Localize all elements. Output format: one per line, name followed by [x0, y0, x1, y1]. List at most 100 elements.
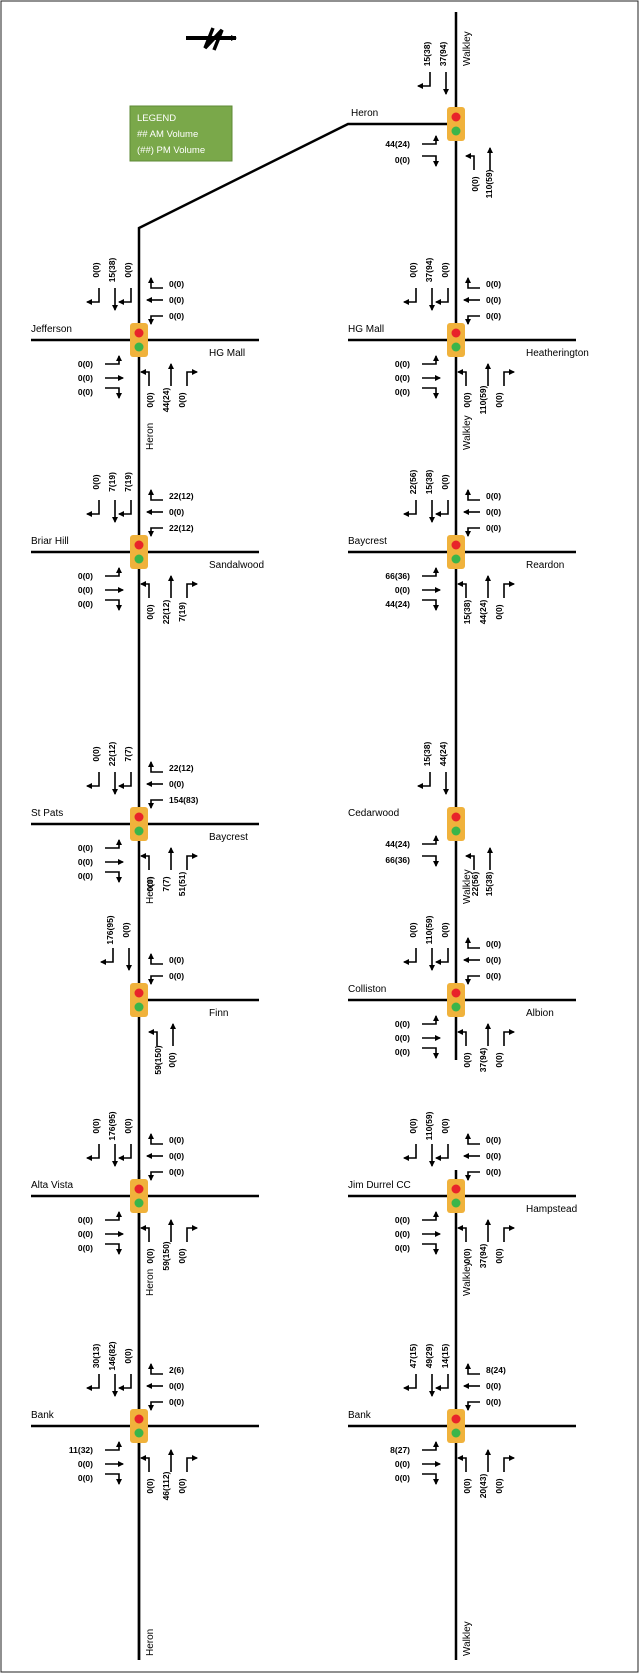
signal-red-light	[451, 988, 461, 998]
eb-volume-1: 0(0)	[486, 955, 501, 965]
eb-volume-0: 0(0)	[169, 279, 184, 289]
traffic-signal-icon	[447, 1179, 465, 1213]
traffic-signal-icon	[447, 807, 465, 841]
nb-volume-0: 22(56)	[470, 872, 480, 897]
wb-right-arrow	[422, 599, 439, 611]
traffic-signal-icon	[447, 107, 465, 141]
nb-volume-1: 22(12)	[161, 600, 171, 625]
intersection-stpats-heron: St PatsBaycrestHeron0(0)22(12)7(7)22(12)…	[31, 742, 259, 904]
sb-right-arrow	[100, 948, 114, 965]
nb-volume-2: 0(0)	[177, 1478, 187, 1493]
eb-left-arrow	[148, 1401, 163, 1411]
street-label-east: Hampstead	[526, 1204, 577, 1215]
sb-right-arrow	[86, 1374, 100, 1391]
traffic-signal-icon	[447, 535, 465, 569]
intersections-layer: HeronWalkley15(38)37(94)44(24)0(0)0(0)11…	[31, 31, 589, 1656]
wb-volume-2: 0(0)	[78, 1243, 93, 1253]
signal-red-light	[134, 540, 144, 550]
wb-volume-1: 0(0)	[395, 373, 410, 383]
wb-right-arrow	[105, 1473, 122, 1485]
sb-volume-1: 37(94)	[438, 42, 448, 67]
nb-volume-1: 20(43)	[478, 1474, 488, 1499]
sb-volume-0: 0(0)	[408, 262, 418, 277]
street-label-main: Heron	[145, 423, 156, 450]
signal-green-light	[451, 554, 461, 564]
nb-left-arrow	[457, 1029, 467, 1046]
sb-volume-2: 0(0)	[440, 262, 450, 277]
sb-volume-2: 0(0)	[123, 262, 133, 277]
eb-left-arrow	[465, 527, 480, 537]
sb-left-arrow	[118, 288, 132, 305]
wb-volume-0: 0(0)	[78, 571, 93, 581]
eb-right-arrow	[148, 489, 163, 501]
nb-right-arrow	[186, 369, 198, 386]
sb-volume-1: 110(59)	[424, 915, 434, 944]
sb-right-arrow	[86, 500, 100, 517]
street-label-main: Heron	[145, 1629, 156, 1656]
nb-volume-0: 0(0)	[462, 1478, 472, 1493]
sb-volume-1: 7(19)	[107, 472, 117, 492]
eb-volume-2: 154(83)	[169, 795, 198, 805]
legend-box	[129, 105, 233, 162]
intersection-cedarwood-walkley: CedarwoodWalkley15(38)44(24)44(24)66(36)…	[348, 742, 494, 904]
eb-volume-0: 0(0)	[486, 939, 501, 949]
wb-left-arrow	[422, 835, 439, 845]
sb-volume-1: 49(29)	[424, 1344, 434, 1369]
legend-pm: (##) PM Volume	[137, 145, 205, 156]
sb-left-arrow	[118, 1144, 132, 1161]
sb-left-arrow	[435, 1374, 449, 1391]
street-label-west: Colliston	[348, 984, 386, 995]
nb-volume-0: 15(38)	[462, 600, 472, 625]
sb-right-arrow	[403, 1374, 417, 1391]
sb-right-arrow	[403, 948, 417, 965]
street-label-west: Jefferson	[31, 324, 72, 335]
eb-right-arrow	[148, 1363, 163, 1375]
sb-right-arrow	[403, 288, 417, 305]
wb-left-arrow	[105, 567, 122, 577]
nb-right-arrow	[186, 1225, 198, 1242]
wb-right-arrow	[105, 387, 122, 399]
north-arrow-icon	[186, 27, 237, 51]
street-label-west: Cedarwood	[348, 808, 399, 819]
intersection-altavista-heron: Alta VistaHeron0(0)176(95)0(0)0(0)0(0)0(…	[31, 1111, 259, 1296]
wb-volume-0: 0(0)	[395, 1215, 410, 1225]
eb-volume-0: 22(12)	[169, 491, 194, 501]
nb-volume-1: 7(7)	[161, 876, 171, 891]
wb-right-arrow	[422, 855, 439, 867]
intersection-heron-walkley: HeronWalkley15(38)37(94)44(24)0(0)0(0)11…	[351, 31, 494, 198]
wb-right-arrow	[422, 155, 439, 167]
traffic-signal-icon	[130, 1409, 148, 1443]
eb-right-arrow	[148, 761, 163, 773]
wb-volume-2: 0(0)	[78, 599, 93, 609]
street-label-main: Heron	[145, 877, 156, 904]
sb-volume-0: 47(15)	[408, 1344, 418, 1369]
eb-right-arrow	[465, 489, 480, 501]
nb-volume-0: 0(0)	[462, 392, 472, 407]
nb-volume-2: 7(19)	[177, 602, 187, 622]
nb-volume-0: 0(0)	[462, 1248, 472, 1263]
nb-volume-1: 15(38)	[484, 872, 494, 897]
nb-left-arrow	[140, 1225, 150, 1242]
eb-volume-2: 0(0)	[486, 311, 501, 321]
signal-green-light	[134, 1002, 144, 1012]
wb-volume-1: 0(0)	[395, 1229, 410, 1239]
sb-volume-0: 176(95)	[105, 915, 115, 944]
signal-green-light	[134, 554, 144, 564]
sb-volume-1: 0(0)	[121, 922, 131, 937]
eb-right-arrow	[148, 277, 163, 289]
nb-volume-2: 0(0)	[494, 1248, 504, 1263]
street-label-east: Baycrest	[209, 832, 248, 843]
wb-volume-0: 66(36)	[385, 571, 410, 581]
sb-left-arrow	[118, 1374, 132, 1391]
wb-right-arrow	[105, 599, 122, 611]
wb-left-arrow	[422, 1015, 439, 1025]
wb-right-arrow	[422, 387, 439, 399]
intersection-briarhill-heron: Briar HillSandalwood0(0)7(19)7(19)22(12)…	[31, 472, 264, 624]
wb-volume-1: 0(0)	[395, 1033, 410, 1043]
eb-right-arrow	[465, 937, 480, 949]
nb-volume-0: 59(150)	[153, 1045, 163, 1074]
eb-volume-2: 0(0)	[486, 1167, 501, 1177]
